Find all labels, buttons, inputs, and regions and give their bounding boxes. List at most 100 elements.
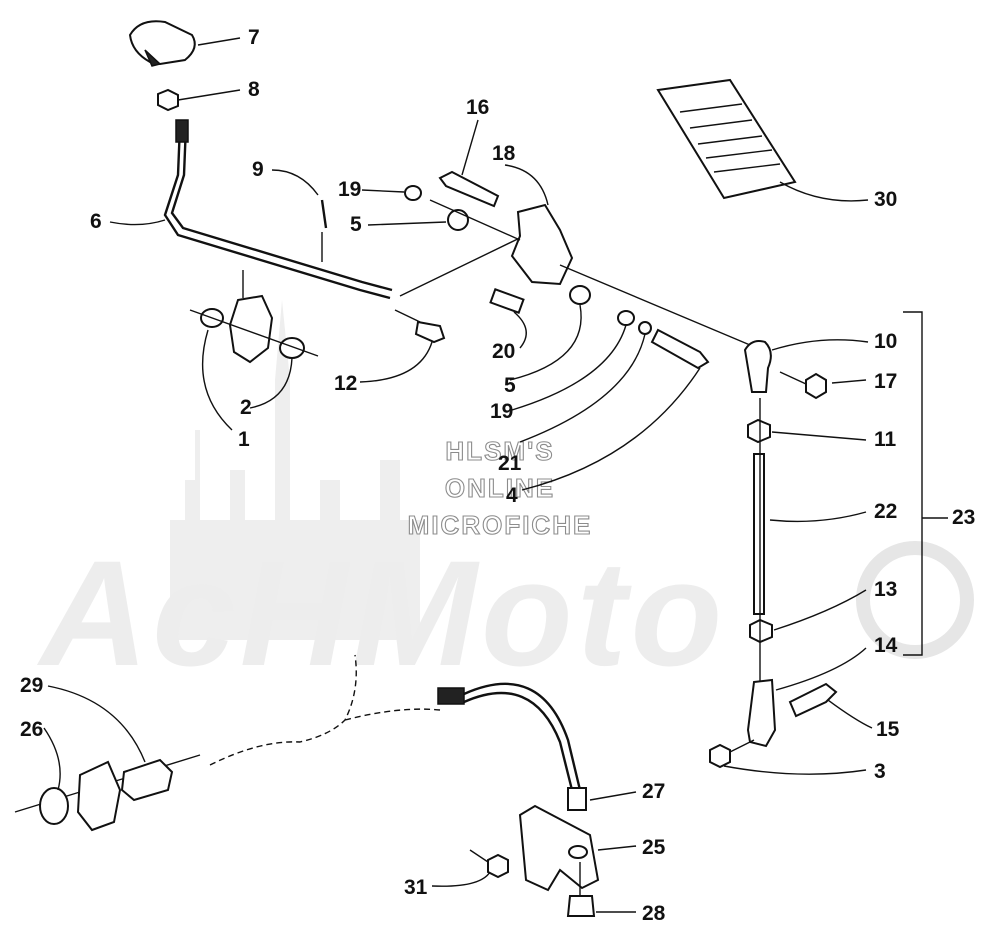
rod-axis-lower bbox=[729, 739, 755, 753]
callout-17: 17 bbox=[874, 370, 897, 393]
shift-lever bbox=[163, 124, 391, 300]
switch-29 bbox=[120, 758, 174, 802]
watermark-line-1: HLSM'S bbox=[445, 436, 554, 466]
leader-30 bbox=[779, 181, 869, 202]
callout-1: 1 bbox=[238, 428, 250, 451]
rod-axis-upper bbox=[779, 371, 807, 385]
nut-13 bbox=[749, 618, 773, 644]
nut-11 bbox=[747, 418, 771, 444]
callout-5a: 5 bbox=[350, 213, 362, 236]
leader-22 bbox=[769, 511, 867, 523]
leader-1 bbox=[201, 329, 233, 431]
screw bbox=[320, 199, 328, 229]
watermark-brand: AcHMoto bbox=[36, 529, 726, 697]
shift-lever-assembly bbox=[128, 20, 529, 364]
lever-thread bbox=[175, 119, 189, 143]
callout-7: 7 bbox=[248, 26, 260, 49]
callout-14: 14 bbox=[874, 634, 898, 657]
switch-plate bbox=[76, 760, 122, 832]
cable-end bbox=[567, 787, 587, 811]
leader-25 bbox=[597, 845, 637, 851]
bolt-16 bbox=[438, 170, 500, 208]
leader-7 bbox=[197, 37, 241, 46]
spacer-5b bbox=[569, 285, 591, 305]
callout-8: 8 bbox=[248, 78, 260, 101]
leader-9 bbox=[271, 169, 319, 196]
leader-8 bbox=[177, 89, 241, 101]
cable-27-outline bbox=[463, 691, 574, 791]
callout-21: 21 bbox=[498, 452, 522, 475]
callout-4: 4 bbox=[506, 484, 518, 507]
callout-labels: 7 8 9 6 16 18 19 5 30 10 17 12 20 5 2 1 … bbox=[20, 26, 975, 925]
leader-29 bbox=[47, 685, 146, 763]
wire-harness bbox=[209, 654, 441, 766]
bracket-25 bbox=[518, 804, 600, 892]
washer-19b bbox=[617, 310, 635, 326]
callout-3: 3 bbox=[874, 760, 886, 783]
leader-14 bbox=[775, 647, 867, 691]
nut-3 bbox=[709, 743, 731, 769]
nut-31-axis bbox=[469, 849, 489, 863]
watermark-line-2: ONLINE bbox=[445, 473, 555, 503]
nut-17 bbox=[805, 372, 827, 400]
leader-4 bbox=[521, 367, 701, 491]
grommet-28 bbox=[566, 895, 596, 917]
leader-19b bbox=[511, 324, 627, 411]
shift-knob bbox=[128, 20, 196, 66]
bell-crank-assembly bbox=[404, 170, 751, 370]
callout-11: 11 bbox=[874, 428, 897, 451]
leader-6 bbox=[109, 219, 166, 226]
leader-15 bbox=[827, 699, 873, 729]
watermark-skyline bbox=[170, 300, 420, 640]
rod-22 bbox=[753, 453, 765, 615]
shift-lever-outline bbox=[170, 124, 393, 292]
connector bbox=[437, 687, 465, 705]
link-axis bbox=[399, 233, 529, 297]
decal bbox=[656, 78, 797, 200]
rod-end-14 bbox=[746, 678, 777, 748]
callout-15: 15 bbox=[876, 718, 900, 741]
callout-6: 6 bbox=[90, 210, 102, 233]
pivot-axis bbox=[189, 309, 319, 357]
leader-21 bbox=[519, 333, 646, 443]
watermark-line-3: MICROFICHE bbox=[408, 510, 593, 540]
switch-cable-assembly bbox=[14, 654, 600, 917]
leader-11 bbox=[771, 431, 867, 441]
callout-26: 26 bbox=[20, 718, 43, 741]
cable-27 bbox=[463, 682, 582, 791]
shift-knob-shadow bbox=[144, 49, 162, 67]
callout-27: 27 bbox=[642, 780, 665, 803]
clevis-pin bbox=[414, 320, 446, 344]
callout-13: 13 bbox=[874, 578, 897, 601]
pin-axis bbox=[394, 309, 421, 323]
callout-25: 25 bbox=[642, 836, 666, 859]
callout-23: 23 bbox=[952, 506, 975, 529]
decal-sheet bbox=[656, 78, 797, 200]
leader-5b bbox=[509, 304, 582, 381]
leader-12 bbox=[359, 341, 433, 383]
bracket-hole bbox=[568, 845, 588, 859]
leader-27 bbox=[589, 791, 637, 801]
ring-26 bbox=[39, 787, 69, 825]
callout-18: 18 bbox=[492, 142, 516, 165]
lockwasher-21 bbox=[638, 321, 652, 335]
callout-9: 9 bbox=[252, 158, 264, 181]
callout-10: 10 bbox=[874, 330, 897, 353]
leader-13 bbox=[773, 589, 867, 631]
callout-31: 31 bbox=[404, 876, 428, 899]
leader-18 bbox=[504, 164, 549, 206]
leader-3 bbox=[723, 765, 867, 775]
leader-20 bbox=[513, 311, 527, 349]
nut-31 bbox=[487, 853, 509, 879]
jam-nut bbox=[157, 88, 179, 112]
washer-19a bbox=[404, 185, 422, 201]
leader-2 bbox=[249, 357, 293, 409]
decal-text bbox=[679, 103, 781, 173]
rod-end-10 bbox=[743, 340, 772, 393]
leader-19a bbox=[361, 189, 405, 193]
watermark-wheel bbox=[856, 541, 974, 659]
leader-lines bbox=[43, 37, 948, 913]
callout-22: 22 bbox=[874, 500, 897, 523]
pin-20 bbox=[489, 288, 525, 314]
